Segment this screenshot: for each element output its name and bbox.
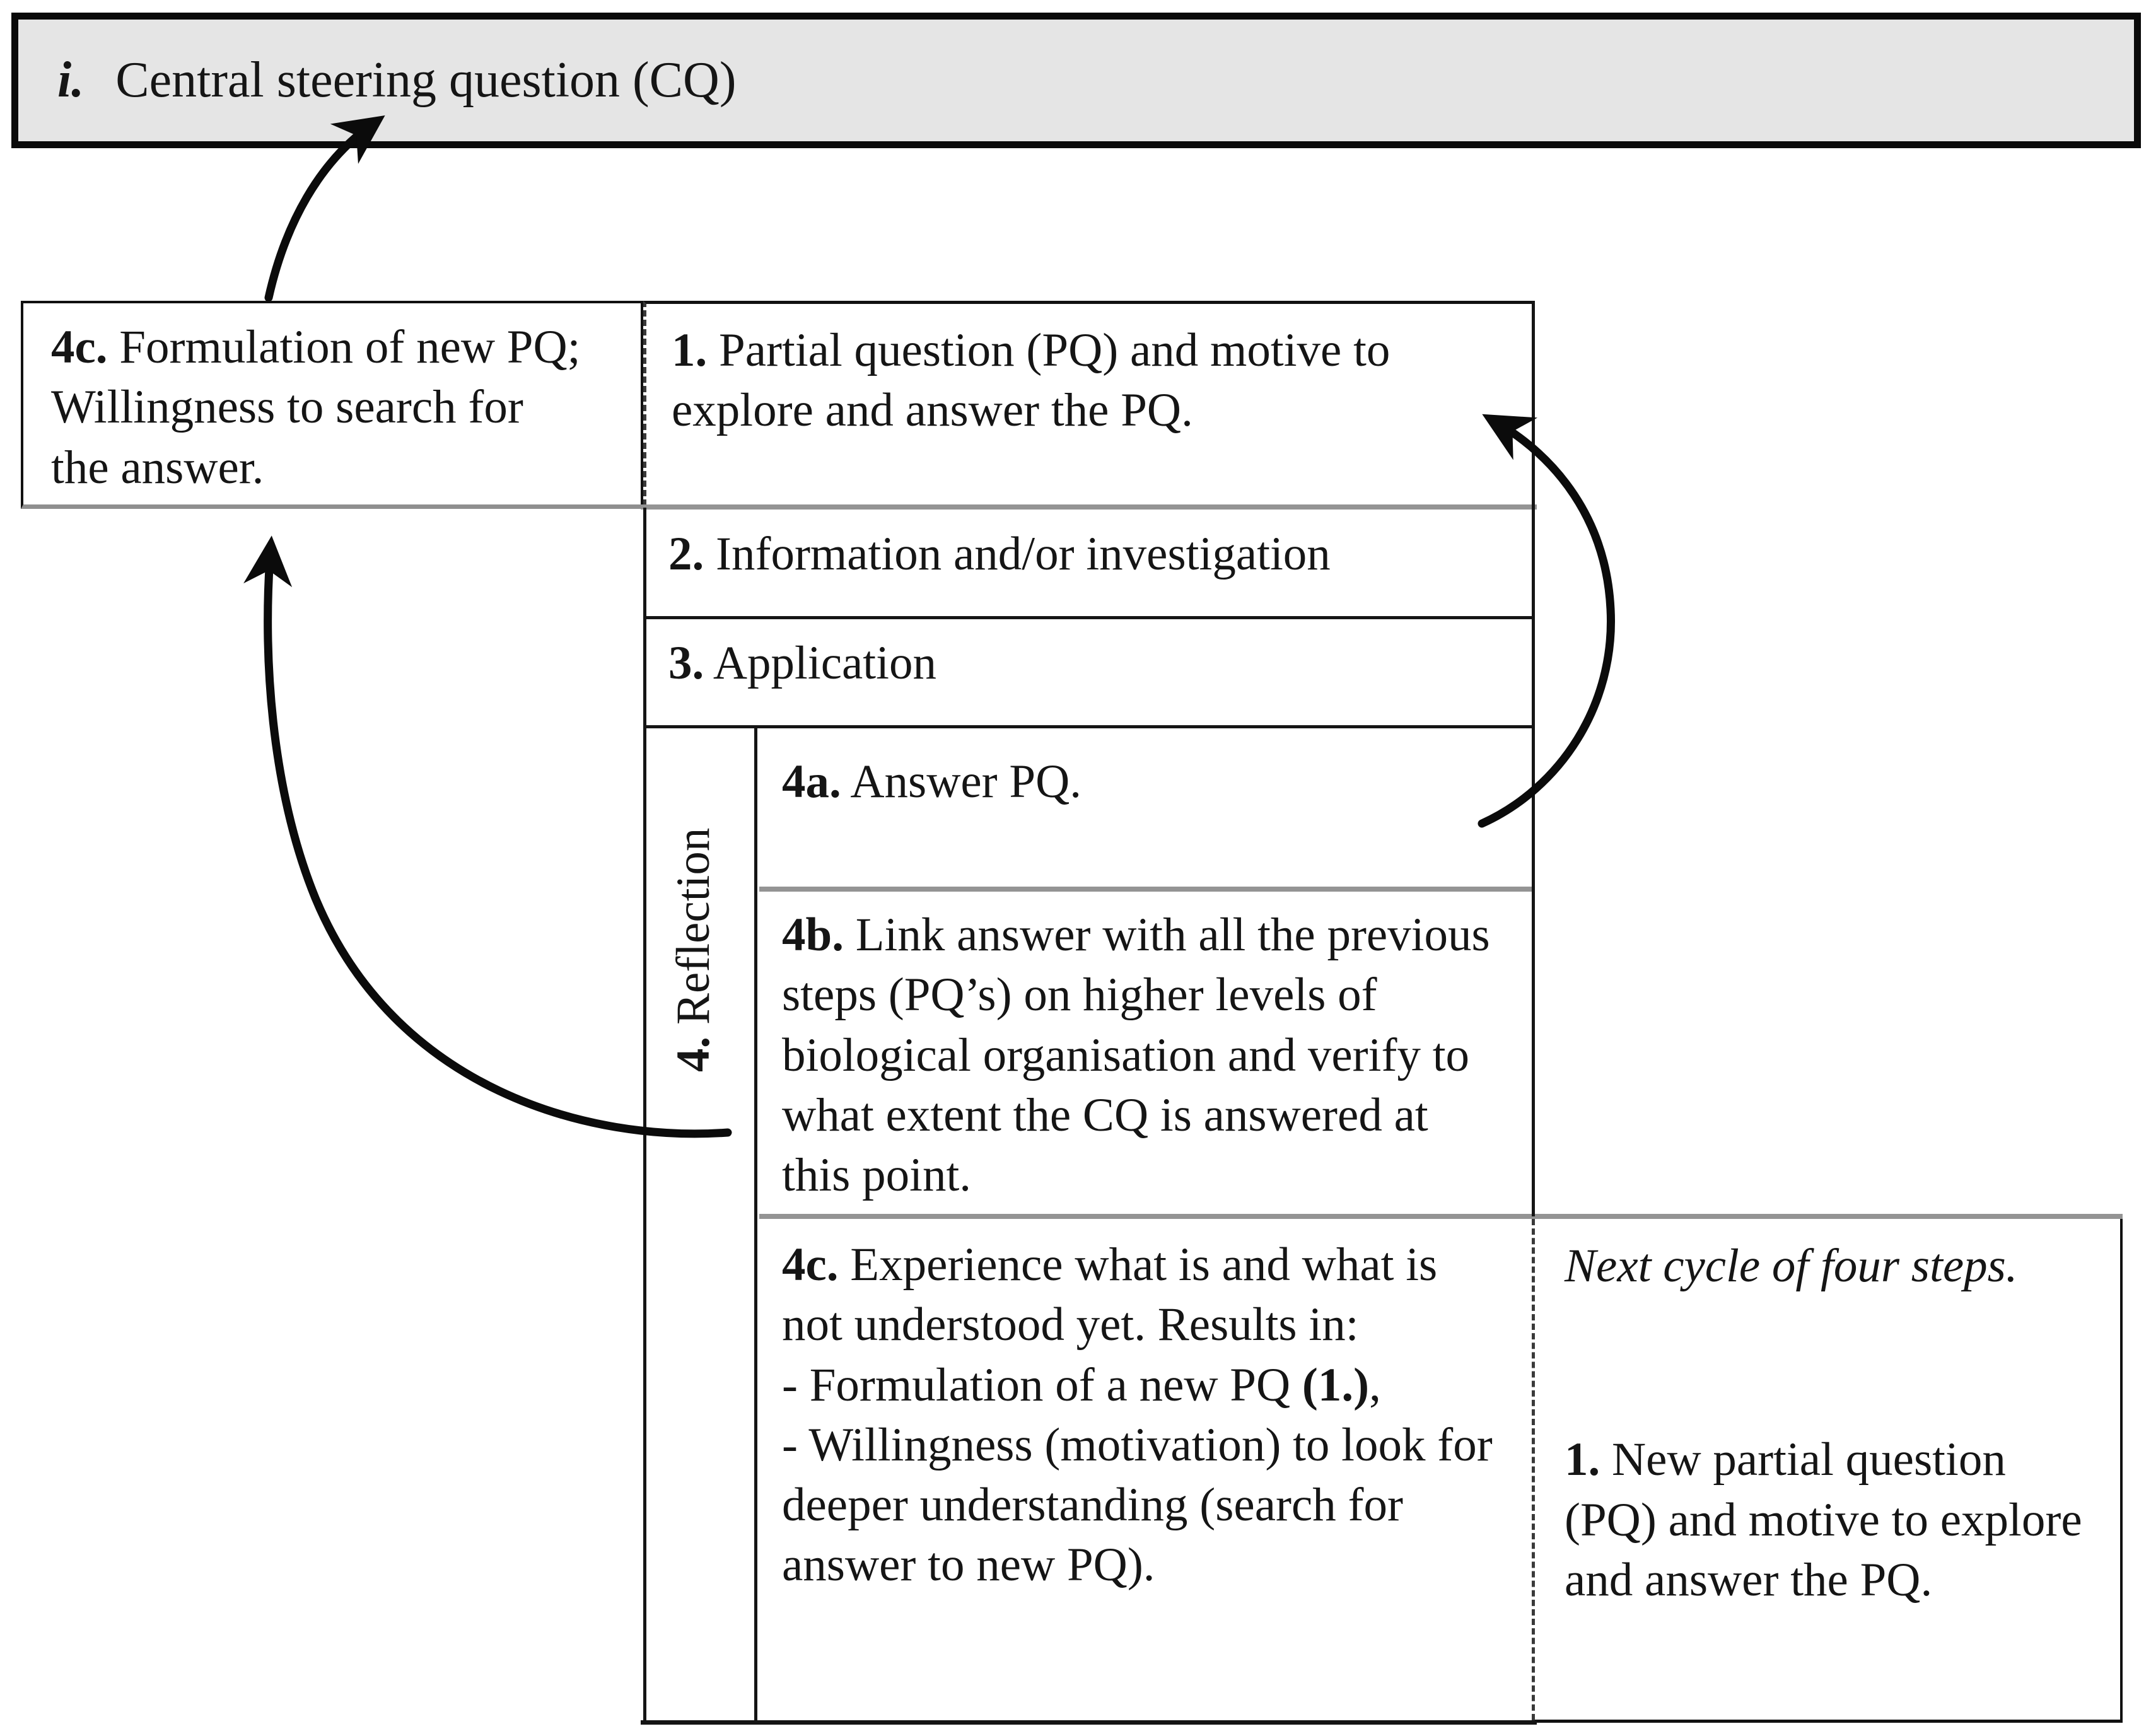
cell-4c-item1-text: - Formulation of a new PQ bbox=[782, 1358, 1302, 1411]
table-bottom-border bbox=[641, 1720, 1537, 1725]
cell-3-application: 3. Application bbox=[643, 619, 1534, 725]
cell-4c-left-label: 4c. bbox=[51, 321, 108, 373]
next-cycle-note: Next cycle of four steps. bbox=[1565, 1240, 2018, 1292]
cell-3-text: Application bbox=[713, 637, 936, 689]
cell-4b-link-answer: 4b. Link answer with all the previous st… bbox=[757, 891, 1534, 1214]
reflection-column-divider bbox=[754, 725, 757, 1725]
reflection-label-text: Reflection bbox=[667, 827, 720, 1025]
cell-3-label: 3. bbox=[668, 637, 704, 689]
next-cycle-left-dashed-border bbox=[1532, 1219, 1535, 1720]
cell-4c-item2: - Willingness (motivation) to look for d… bbox=[782, 1415, 1500, 1595]
next-cycle-box: Next cycle of four steps. 1. New partial… bbox=[1534, 1218, 2123, 1723]
cell-4c-item1: - Formulation of a new PQ (1.), bbox=[782, 1355, 1500, 1415]
cell-1-label: 1. bbox=[672, 324, 708, 376]
banner-index-label: i. bbox=[57, 52, 85, 108]
cell-4b-label: 4b. bbox=[782, 909, 844, 961]
cell-2-label: 2. bbox=[668, 528, 704, 580]
row1-bottom-divider bbox=[641, 504, 1537, 510]
row3-bottom-divider bbox=[643, 725, 1534, 728]
cell-4c-item1-ref: (1.) bbox=[1302, 1358, 1370, 1411]
cell-4c-label: 4c. bbox=[782, 1238, 839, 1291]
cell-4c-item1-comma: , bbox=[1369, 1358, 1381, 1411]
cell-4c-intro-line: 4c. Experience what is and what is not u… bbox=[782, 1235, 1500, 1355]
cell-4c-intro: Experience what is and what is not under… bbox=[782, 1238, 1438, 1351]
cell-1-partial-question: 1. Partial question (PQ) and motive to e… bbox=[643, 301, 1534, 506]
next-cycle-step1-text: New partial question (PQ) and motive to … bbox=[1565, 1433, 2082, 1606]
row4a-bottom-divider bbox=[759, 887, 1534, 892]
reflection-rotated-label: 4. Reflection bbox=[663, 828, 723, 1072]
table-left-border bbox=[643, 508, 646, 1725]
row2-bottom-divider bbox=[643, 616, 1534, 619]
cell-4c-item2-text: - Willingness (motivation) to look for d… bbox=[782, 1418, 1493, 1592]
cell-4a-label: 4a. bbox=[782, 755, 841, 808]
arrow-4c-box-to-banner-icon bbox=[264, 115, 385, 302]
reflection-label-number: 4. bbox=[667, 1036, 720, 1072]
cell-2-information: 2. Information and/or investigation bbox=[643, 510, 1534, 616]
cell-4a-answer-pq: 4a. Answer PQ. bbox=[757, 725, 1534, 887]
next-cycle-step1-label: 1. bbox=[1565, 1433, 1600, 1486]
table-right-border bbox=[1532, 301, 1535, 1216]
cell-1-text: Partial question (PQ) and motive to expl… bbox=[672, 324, 1390, 437]
cell-4c-experience: 4c. Experience what is and what is not u… bbox=[757, 1218, 1534, 1723]
central-question-banner: i. Central steering question (CQ) bbox=[11, 13, 2141, 148]
next-cycle-step1: 1. New partial question (PQ) and motive … bbox=[1565, 1430, 2082, 1610]
cell-4c-left-text: Formulation of new PQ; Willingness to se… bbox=[51, 321, 581, 494]
cell-2-text: Information and/or investigation bbox=[716, 528, 1331, 580]
cell-4c-formulate-new-pq: 4c. Formulation of new PQ; Willingness t… bbox=[21, 301, 643, 509]
row4b-bottom-divider bbox=[759, 1214, 2123, 1219]
cell-4a-text: Answer PQ. bbox=[850, 755, 1082, 808]
cell-4b-text: Link answer with all the previous steps … bbox=[782, 909, 1490, 1201]
banner-title: Central steering question (CQ) bbox=[115, 52, 737, 108]
